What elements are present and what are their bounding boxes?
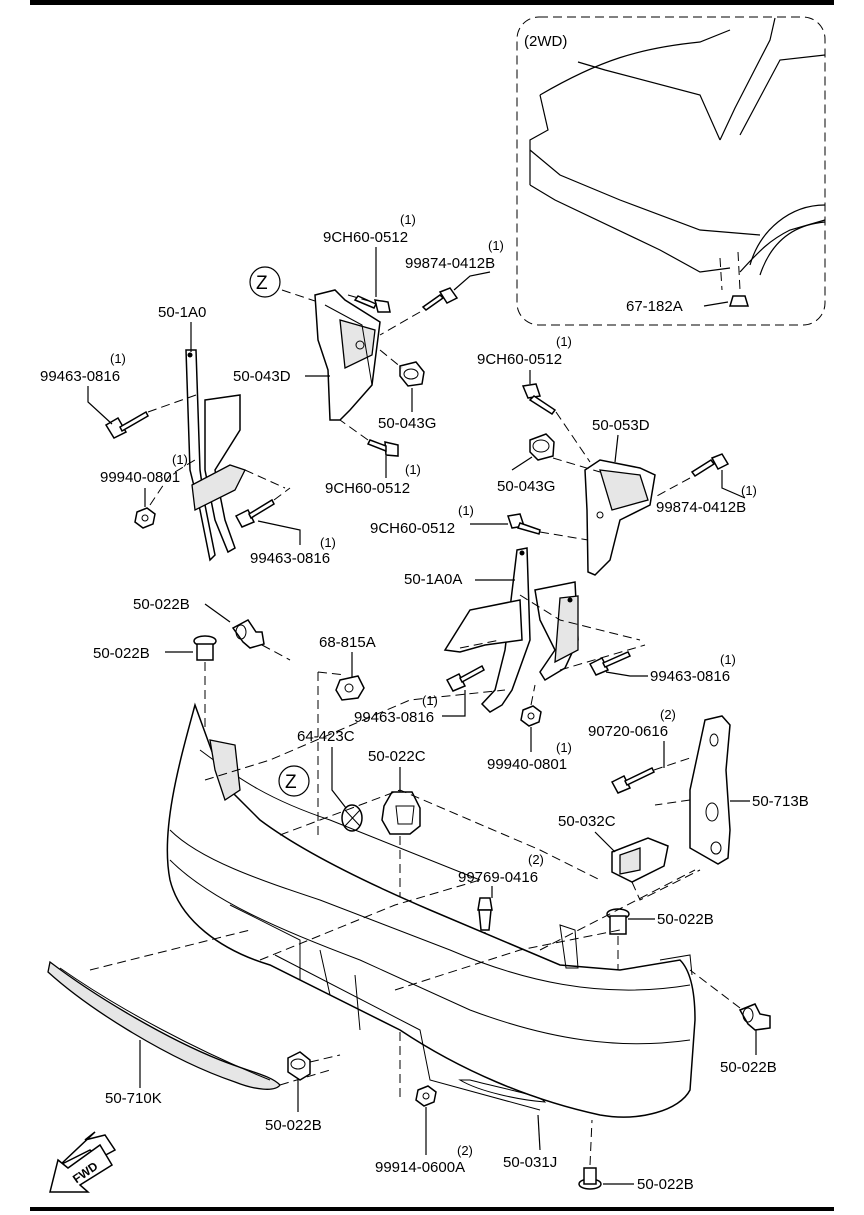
label-9CH60-0512-right: 9CH60-0512 <box>477 351 562 368</box>
clip-50-022B-1 <box>231 619 265 649</box>
label-99463-0816-top: 99463-0816 <box>40 368 120 385</box>
svg-text:(1): (1) <box>458 503 474 518</box>
svg-text:(1): (1) <box>422 693 438 708</box>
bolt-99463-0816-right <box>588 651 632 676</box>
bolt-99463-0816-left-low <box>234 498 275 528</box>
molding-50-710K <box>47 960 281 1090</box>
label-99463-0816-left-low: 99463-0816 <box>250 550 330 567</box>
label-99463-0816-mid: 99463-0816 <box>354 709 434 726</box>
clip-50-022B-4 <box>738 1003 771 1031</box>
label-99769-0416: 99769-0416 <box>458 869 538 886</box>
inset-title: (2WD) <box>524 33 567 50</box>
label-99940-0801-left: 99940-0801 <box>100 469 180 486</box>
label-9CH60-0512-top: 9CH60-0512 <box>323 229 408 246</box>
bolt-90720-0616 <box>610 767 656 794</box>
svg-text:(2): (2) <box>660 707 676 722</box>
label-50-022B-6: 50-022B <box>637 1176 694 1193</box>
svg-text:(1): (1) <box>720 652 736 667</box>
bracket-50-1A0A <box>443 547 579 713</box>
screw-9CH60-0512-low <box>507 513 541 535</box>
label-67-182A: 67-182A <box>626 298 683 315</box>
screw-9CH60-0512-right <box>521 383 557 416</box>
clip-50-022B-5 <box>287 1051 311 1081</box>
fwd-arrow-icon: FWD <box>49 1131 117 1193</box>
screw-99769-0416 <box>477 897 493 931</box>
bolt-99463-0816-top <box>104 410 149 439</box>
label-68-815A: 68-815A <box>319 634 376 651</box>
svg-text:(1): (1) <box>320 535 336 550</box>
label-90720-0616: 90720-0616 <box>588 723 668 740</box>
nut-99940-0801-right <box>520 705 542 727</box>
label-99874-0412B-top: 99874-0412B <box>405 255 495 272</box>
clip-50-022C <box>381 791 421 835</box>
label-50-043G-top: 50-043G <box>378 415 436 432</box>
svg-text:(1): (1) <box>405 462 421 477</box>
label-99914-0600A: 99914-0600A <box>375 1159 465 1176</box>
label-9CH60-0512-mid: 9CH60-0512 <box>325 480 410 497</box>
label-50-053D: 50-053D <box>592 417 650 434</box>
z-marker-bumper: Z <box>278 765 310 797</box>
svg-text:(1): (1) <box>400 212 416 227</box>
bumper-50-031J <box>166 702 696 1118</box>
svg-text:(1): (1) <box>488 238 504 253</box>
support-50-032C <box>611 837 669 883</box>
screw-9CH60-0512-top <box>353 295 391 313</box>
label-50-032C: 50-032C <box>558 813 616 830</box>
label-50-1A0: 50-1A0 <box>158 304 206 321</box>
clip-64-423C <box>341 804 363 832</box>
label-99940-0801-right: 99940-0801 <box>487 756 567 773</box>
svg-text:(1): (1) <box>741 483 757 498</box>
label-50-022B-3: 50-022B <box>657 911 714 928</box>
bolt-99463-0816-mid <box>445 664 485 692</box>
label-50-031J: 50-031J <box>503 1154 557 1171</box>
bracket-50-053D <box>584 459 656 576</box>
bottom-border <box>30 1207 834 1211</box>
label-50-022C: 50-022C <box>368 748 426 765</box>
label-9CH60-0512-low: 9CH60-0512 <box>370 520 455 537</box>
svg-text:Z: Z <box>256 273 268 294</box>
bracket-50-043D <box>314 289 381 421</box>
label-50-022B-5: 50-022B <box>265 1117 322 1134</box>
svg-text:(1): (1) <box>172 452 188 467</box>
svg-text:Z: Z <box>285 772 297 793</box>
label-50-043D: 50-043D <box>233 368 291 385</box>
svg-text:(1): (1) <box>110 351 126 366</box>
clip-50-022B-3 <box>606 908 630 935</box>
clip-50-043G-mid <box>529 433 555 461</box>
z-marker-top: Z <box>249 266 319 303</box>
label-99874-0412B-right: 99874-0412B <box>656 499 746 516</box>
label-50-022B-4: 50-022B <box>720 1059 777 1076</box>
bracket-50-1A0 <box>185 349 246 562</box>
bolt-99874-0412B-right <box>690 453 730 478</box>
label-50-043G-mid: 50-043G <box>497 478 555 495</box>
svg-text:(1): (1) <box>556 334 572 349</box>
clip-50-022B-2 <box>193 635 217 661</box>
svg-text:(2): (2) <box>528 852 544 867</box>
label-50-022B-2: 50-022B <box>93 645 150 662</box>
clip-50-043G-top <box>399 361 425 387</box>
nut-99914-0600A <box>415 1085 437 1107</box>
label-50-1A0A: 50-1A0A <box>404 571 462 588</box>
top-border <box>30 0 834 5</box>
inset-2wd: (2WD) 67-182A <box>516 16 826 326</box>
bracket-50-713B <box>689 715 731 865</box>
screw-9CH60-0512-mid <box>366 439 399 457</box>
label-50-713B: 50-713B <box>752 793 809 810</box>
svg-text:(1): (1) <box>556 740 572 755</box>
clip-50-022B-6 <box>578 1167 602 1190</box>
label-50-710K: 50-710K <box>105 1090 162 1107</box>
label-99463-0816-right: 99463-0816 <box>650 668 730 685</box>
bolt-99874-0412B-top <box>421 287 459 311</box>
label-50-022B-1: 50-022B <box>133 596 190 613</box>
nut-99940-0801-left <box>134 507 156 529</box>
svg-text:(2): (2) <box>457 1143 473 1158</box>
fastener-68-815A <box>335 675 365 701</box>
